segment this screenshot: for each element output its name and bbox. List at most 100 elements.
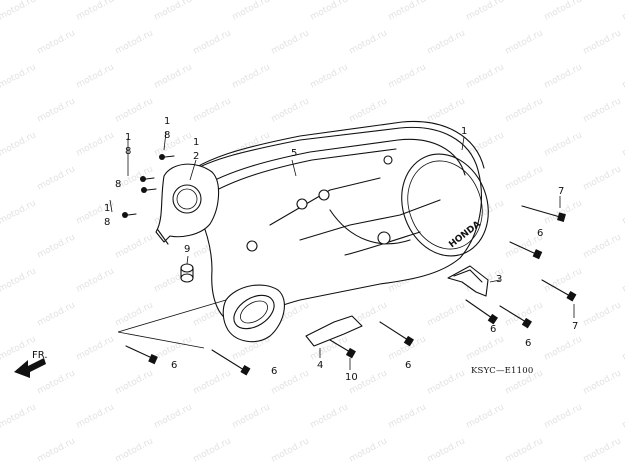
watermark-text: motod.ru: [0, 130, 38, 158]
watermark-text: motod.ru: [543, 198, 584, 226]
cover-plate[interactable]: [155, 163, 220, 245]
callout-5: 5: [291, 148, 297, 159]
callout-labels: 1 5 1 2 1 8 1 8 8 1 8 9 7 6 3 7 6 6 6 4 …: [104, 116, 578, 383]
watermark-text: motod.ru: [153, 62, 194, 90]
screw-8-c[interactable]: [141, 187, 157, 193]
callout-7-upper: 7: [558, 186, 564, 197]
watermark-text: motod.ru: [309, 62, 350, 90]
watermark-text: motod.ru: [543, 62, 584, 90]
watermark-text: motod.ru: [504, 28, 545, 56]
watermark-text: motod.ru: [426, 300, 467, 328]
watermark-text: motod.ru: [543, 130, 584, 158]
watermark-text: motod.ru: [36, 436, 77, 464]
watermark-text: motod.ru: [582, 368, 623, 396]
callout-6-low-right: 6: [525, 338, 531, 349]
watermark-text: motod.ru: [543, 0, 584, 23]
watermark-text: motod.ru: [582, 436, 623, 464]
watermark-text: motod.ru: [465, 334, 506, 362]
callout-6-upper-right: 6: [537, 228, 543, 239]
bolt-6-right-mid[interactable]: [465, 299, 498, 325]
watermark-text: motod.ru: [231, 62, 272, 90]
watermark-text: motod.ru: [36, 164, 77, 192]
watermark-text: motod.ru: [192, 368, 233, 396]
watermark-text: motod.ru: [582, 96, 623, 124]
air-guide[interactable]: [305, 315, 363, 347]
cover-gasket[interactable]: [175, 120, 485, 185]
watermark-text: motod.ru: [114, 232, 155, 260]
hose-bracket[interactable]: [447, 265, 489, 297]
watermark-text: motod.ru: [426, 368, 467, 396]
watermark-text: motod.ru: [504, 436, 545, 464]
callout-7-lower: 7: [572, 321, 578, 332]
callout-8-left: 8: [125, 146, 131, 157]
watermark-text: motod.ru: [387, 62, 428, 90]
watermark-text: motod.ru: [270, 96, 311, 124]
watermark-text: motod.ru: [114, 28, 155, 56]
watermark-text: motod.ru: [114, 368, 155, 396]
callout-4: 4: [317, 360, 323, 371]
callout-10: 10: [345, 372, 358, 383]
watermark-text: motod.ru: [114, 300, 155, 328]
callout-1-screw-low: 1: [104, 203, 110, 214]
watermark-text: motod.ru: [36, 96, 77, 124]
watermark-text: motod.ru: [153, 402, 194, 430]
watermark-text: motod.ru: [153, 334, 194, 362]
callout-1-plate: 1: [193, 137, 199, 148]
bolt-10[interactable]: [329, 339, 356, 359]
watermark-text: motod.ru: [621, 402, 625, 430]
callout-2: 2: [193, 151, 199, 162]
watermark-text: motod.ru: [270, 28, 311, 56]
callout-6-bottom-left: 6: [271, 366, 277, 377]
bolt-6-right-upper[interactable]: [509, 241, 543, 260]
crankcase-cover[interactable]: HONDA: [179, 126, 502, 343]
watermark-text: motod.ru: [75, 62, 116, 90]
callout-6-left: 6: [171, 360, 177, 371]
watermark-text: motod.ru: [270, 436, 311, 464]
watermark-text: motod.ru: [504, 164, 545, 192]
watermark-text: motod.ru: [465, 0, 506, 23]
watermark-text: motod.ru: [621, 0, 625, 23]
dowel-collar[interactable]: [180, 263, 194, 283]
watermark-text: motod.ru: [309, 0, 350, 23]
callout-1-cover: 1: [461, 126, 467, 137]
bolt-6-left-lower[interactable]: [211, 349, 251, 376]
watermark-text: motod.ru: [75, 0, 116, 23]
screw-8-a[interactable]: [159, 154, 175, 160]
watermark-text: motod.ru: [582, 164, 623, 192]
callout-9: 9: [184, 244, 190, 255]
callout-6-mid-right: 6: [490, 324, 496, 335]
watermark-text: motod.ru: [75, 334, 116, 362]
watermark-text: motod.ru: [621, 334, 625, 362]
watermark-text: motod.ru: [75, 266, 116, 294]
watermark-text: motod.ru: [0, 402, 38, 430]
bolt-6-left-upper[interactable]: [125, 345, 158, 365]
watermark-text: motod.ru: [348, 28, 389, 56]
watermark-text: motod.ru: [192, 28, 233, 56]
front-label: FR.: [32, 350, 48, 361]
watermark-text: motod.ru: [426, 436, 467, 464]
watermark-text: motod.ru: [309, 402, 350, 430]
front-arrow: FR.: [14, 350, 48, 378]
screw-8-d[interactable]: [122, 212, 137, 218]
watermark-text: motod.ru: [582, 28, 623, 56]
callout-8-low: 8: [104, 217, 110, 228]
bolt-6-bottom-center[interactable]: [379, 321, 414, 347]
callout-8-top: 8: [164, 130, 170, 141]
watermark-text: motod.ru: [36, 232, 77, 260]
watermark-text: motod.ru: [0, 0, 38, 23]
bolt-7-upper[interactable]: [521, 205, 566, 222]
bolt-6-right-low[interactable]: [499, 305, 532, 329]
diagram-code: KSYC—E1100: [471, 366, 533, 376]
watermark-text: motod.ru: [621, 62, 625, 90]
watermark-text: motod.ru: [348, 436, 389, 464]
watermark-text: motod.ru: [621, 266, 625, 294]
watermark-text: motod.ru: [543, 334, 584, 362]
watermark-text: motod.ru: [0, 198, 38, 226]
watermark-text: motod.ru: [231, 0, 272, 23]
watermark-text: motod.ru: [153, 130, 194, 158]
screw-8-b[interactable]: [140, 176, 155, 182]
watermark-text: motod.ru: [465, 62, 506, 90]
bolt-7-lower[interactable]: [541, 279, 577, 302]
watermark-text: motod.ru: [0, 62, 38, 90]
